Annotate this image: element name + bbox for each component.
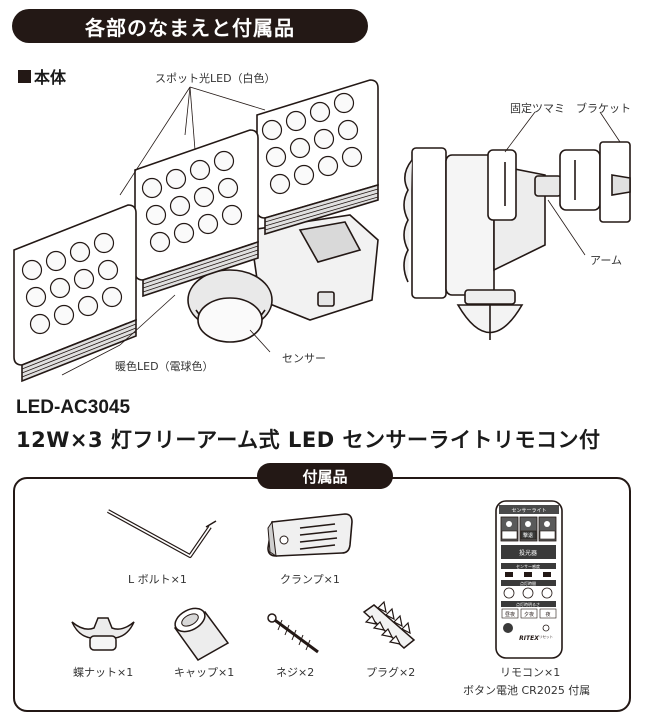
led-circle (73, 268, 95, 290)
led-circle (341, 146, 363, 168)
led-circle (221, 204, 243, 226)
led-circle (45, 250, 67, 272)
led-circle (261, 119, 283, 141)
led-circle (289, 137, 311, 159)
led-circle (269, 173, 291, 195)
led-circle (217, 177, 239, 199)
led-circle (169, 195, 191, 217)
remote-header-text: センサーライト (511, 508, 546, 514)
svg-text:センサー感度: センサー感度 (516, 563, 540, 569)
led-circle (293, 164, 315, 186)
svg-text:夜: 夜 (545, 611, 550, 618)
label-warm-led: 暖色LED（電球色） (115, 360, 214, 373)
page-heading: 各部のなまえと付属品 (12, 9, 368, 43)
acc-wing-nut-label: 蝶ナット×1 (73, 666, 134, 679)
led-circle (49, 277, 71, 299)
acc-battery-label: ボタン電池 CR2025 付属 (463, 684, 591, 697)
led-circle (197, 213, 219, 235)
led-circle (101, 286, 123, 308)
svg-text:昼夜: 昼夜 (505, 611, 515, 618)
led-circle (193, 186, 215, 208)
acc-remote-label: リモコン×1 (500, 666, 561, 679)
led-circle (173, 222, 195, 244)
acc-clamp-label: クランプ×1 (280, 573, 340, 586)
led-circle (333, 92, 355, 114)
led-circle (21, 259, 43, 281)
led-circle (285, 110, 307, 132)
led-circle (213, 150, 235, 172)
light-side-illustration (403, 111, 631, 340)
svg-text:リセット: リセット (539, 634, 553, 639)
section-main-title: 本体 (18, 64, 66, 88)
acc-l-bolt-label: L ボルト×1 (128, 573, 187, 586)
svg-text:夕夜: 夕夜 (524, 611, 534, 618)
light-main-illustration (13, 79, 379, 383)
svg-text:点灯時間: 点灯時間 (520, 580, 536, 586)
label-spot-led: スポット光LED（白色） (155, 72, 276, 85)
led-circle (25, 286, 47, 308)
led-circle (149, 231, 171, 253)
led-circle (69, 241, 91, 263)
svg-text:投光器: 投光器 (519, 549, 537, 557)
section-main-label: 本体 (34, 68, 67, 87)
led-circle (53, 304, 75, 326)
svg-text:点灯時明るさ: 点灯時明るさ (516, 601, 540, 607)
svg-text:RITEX: RITEX (519, 635, 539, 642)
accessories-title: 付属品 (257, 463, 393, 489)
acc-plug-label: プラグ×2 (366, 666, 416, 679)
led-circle (77, 295, 99, 317)
acc-screw-label: ネジ×2 (276, 666, 315, 679)
label-arm: アーム (590, 254, 623, 267)
svg-text:撃退: 撃退 (523, 532, 533, 539)
led-circle (317, 155, 339, 177)
led-circle (165, 168, 187, 190)
label-knob: 固定ツマミ (510, 102, 565, 115)
product-name: 12W×3 灯フリーアーム式 LED センサーライトリモコン付 (16, 428, 601, 452)
led-circle (313, 128, 335, 150)
led-circle (337, 119, 359, 141)
led-circle (189, 159, 211, 181)
led-circle (29, 313, 51, 335)
led-circle (97, 259, 119, 281)
led-circle (93, 232, 115, 254)
square-bullet-icon (18, 69, 31, 83)
model-number: LED-AC3045 (16, 397, 131, 418)
led-circle (145, 204, 167, 226)
label-bracket: ブラケット (576, 102, 631, 115)
led-circle (309, 101, 331, 123)
acc-cap-label: キャップ×1 (174, 666, 235, 679)
label-sensor: センサー (282, 352, 326, 365)
led-circle (141, 177, 163, 199)
led-circle (265, 146, 287, 168)
